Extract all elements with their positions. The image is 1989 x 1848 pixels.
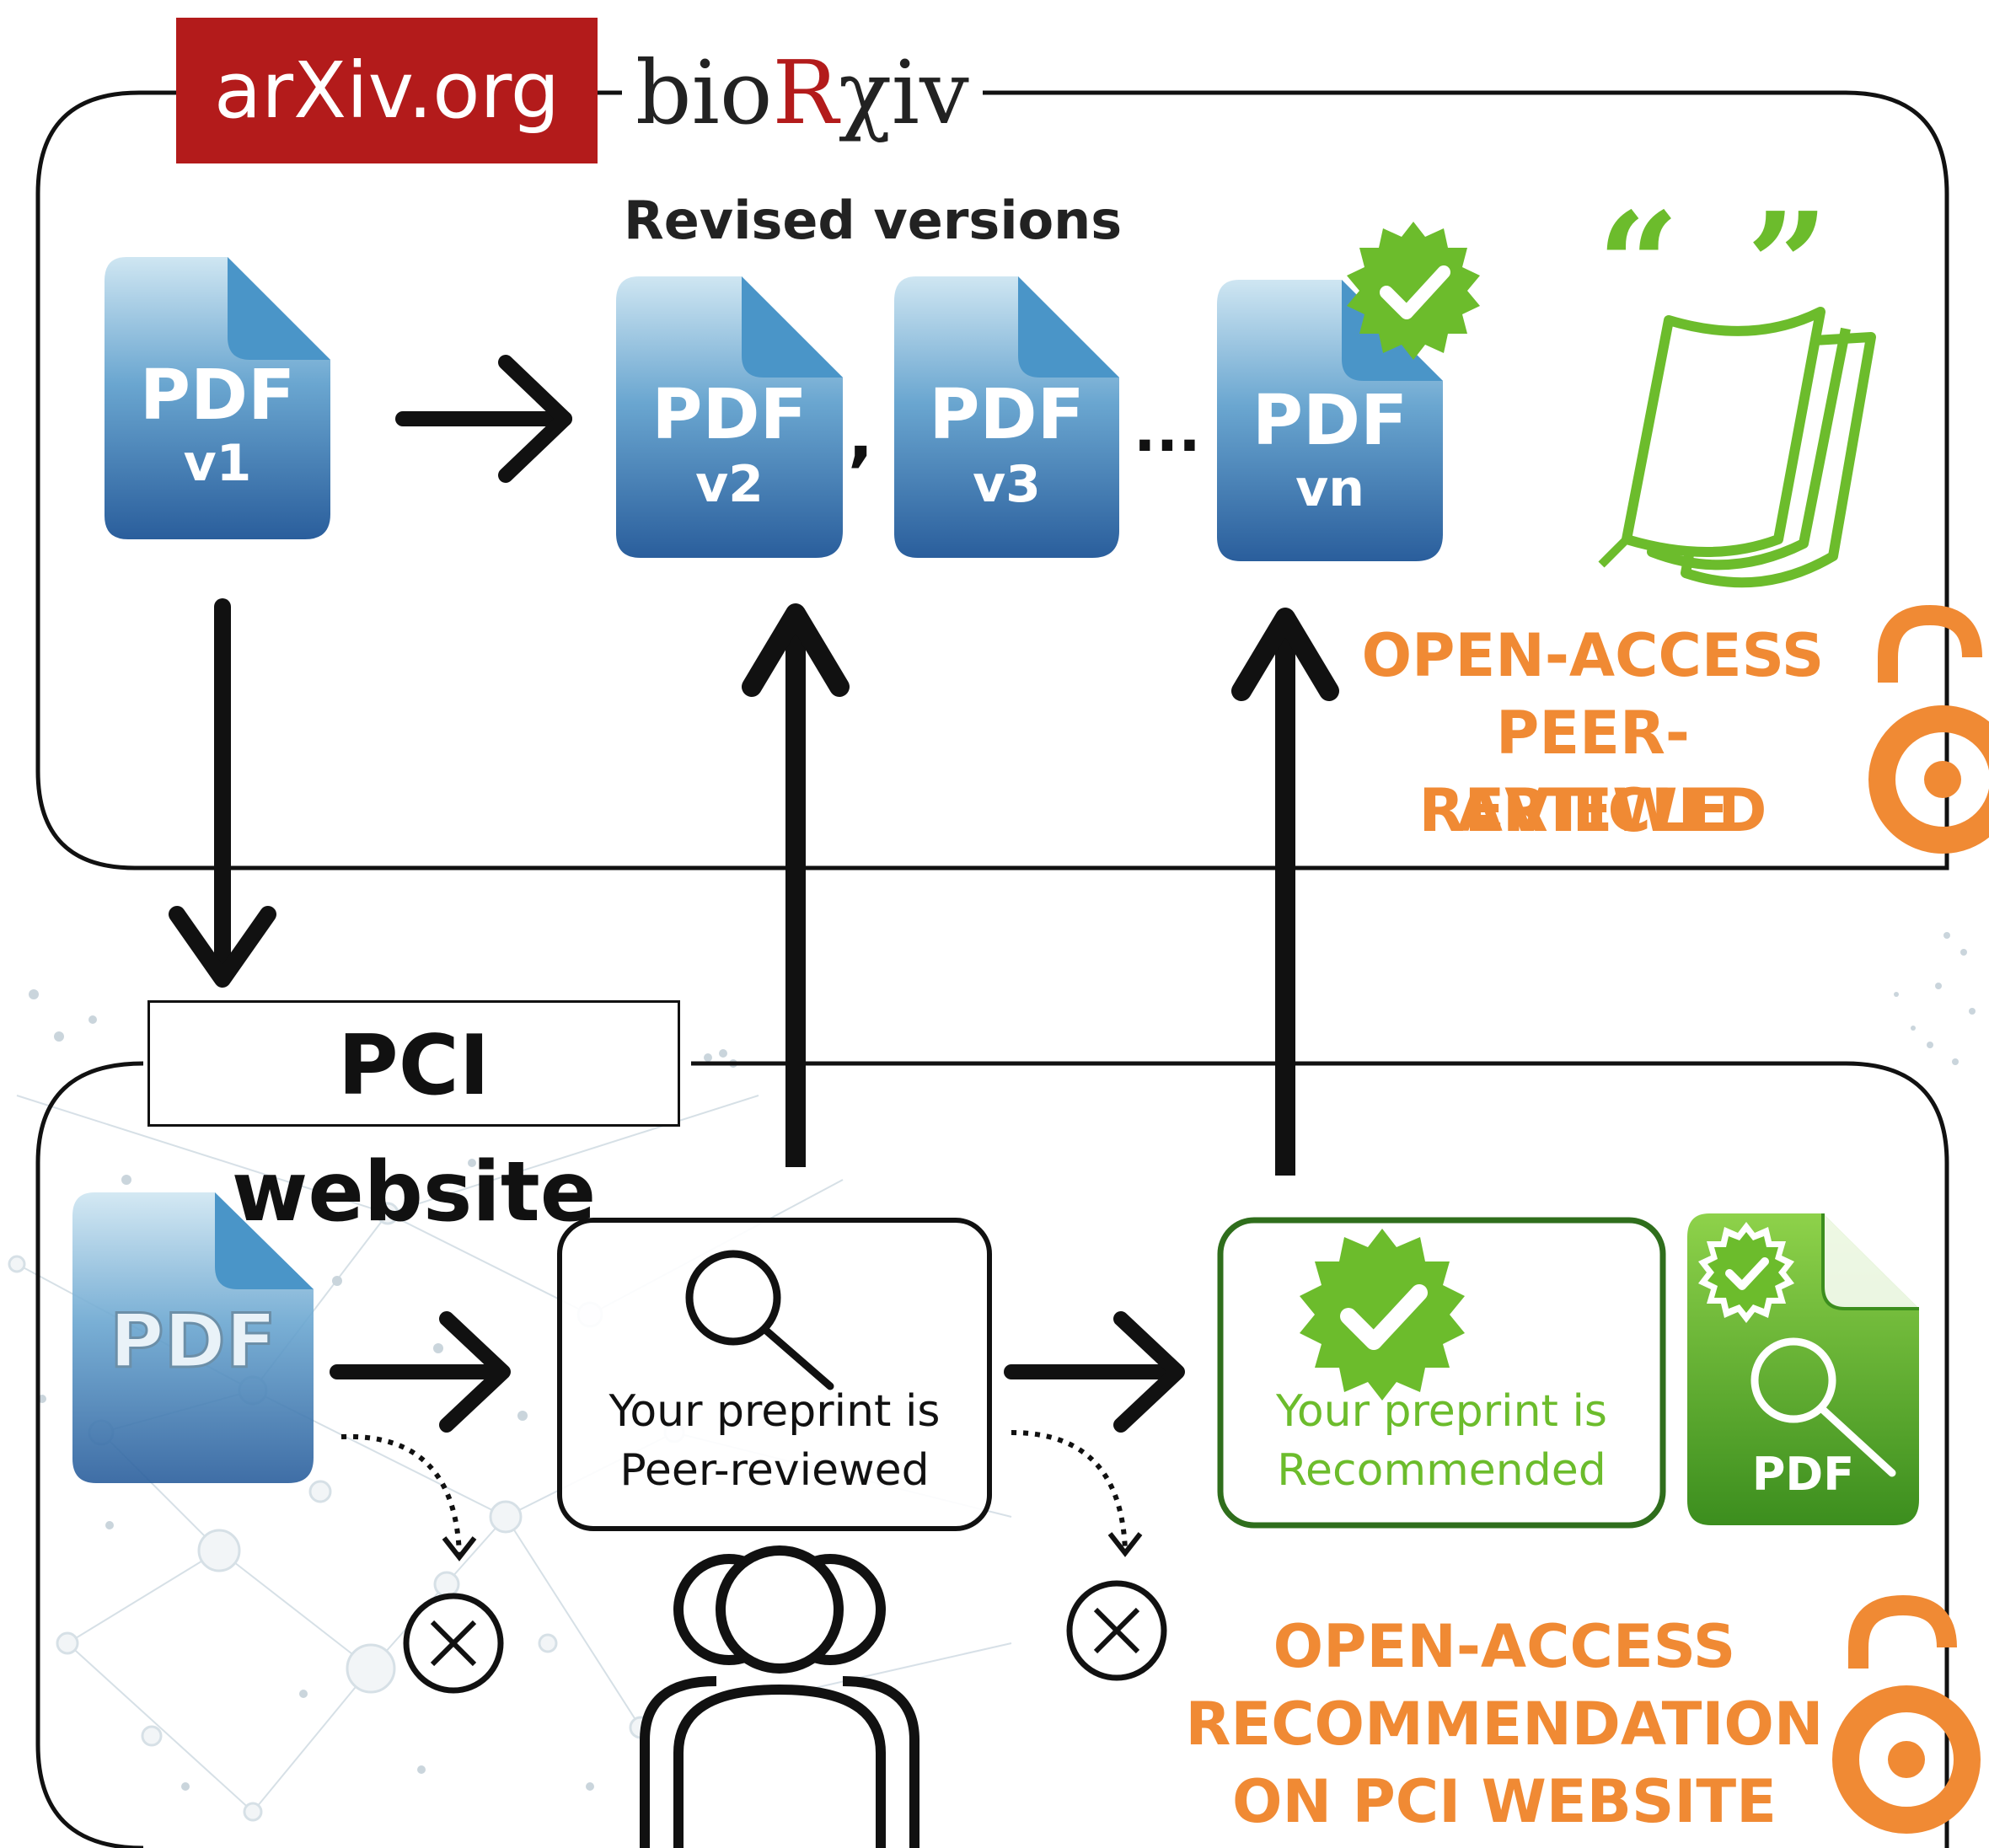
pdf-doc-submitted [72,1192,314,1483]
pdf-submitted-label: PDF [109,1297,278,1386]
approved-seal-icon [1347,222,1480,360]
pdf-v1-label: PDF [139,356,296,436]
rejection-path-1 [340,1433,462,1556]
bottom-section-frame [35,1061,1949,1848]
review-box-line-2: Peer-reviewed [619,1445,930,1496]
oa-article-line-1: OPEN-ACCESS [1361,621,1825,690]
biorxiv-logo-prefix: bio [635,41,773,144]
arrow-review-to-recommend [1004,1311,1185,1433]
pdf-v1-version: v1 [183,434,252,493]
versions-ellipsis: ... [1134,396,1201,465]
oa-recommendation-line-1: OPEN-ACCESS [1273,1612,1736,1681]
pdf-doc-v2 [616,276,843,558]
oa-article-line-2: PEER-REVIEWED [1418,699,1767,845]
pdf-vn-version: vn [1295,459,1364,518]
pdf-vn-label: PDF [1252,381,1408,461]
arrow-recommend-up-to-vn [1231,608,1339,1176]
arxiv-logo: arXiv.org [176,18,598,163]
revised-versions-heading: Revised versions [624,190,1123,251]
pdf-doc-recommended [1687,1213,1919,1525]
rejection-path-2 [1011,1430,1128,1551]
pdf-v2-version: v2 [695,455,764,514]
peer-review-box [557,1218,992,1531]
pdf-doc-v1 [105,257,330,539]
rejected-icon-1 [403,1593,504,1694]
pdf-doc-v3 [894,276,1119,558]
arrow-v1-to-v2 [395,355,572,483]
article-quote-icon [1598,307,1876,588]
quote-marks: “ ” [1597,181,1837,350]
pdf-v2-label: PDF [651,375,807,455]
oa-article-line-3: ARTICLE [1456,776,1729,845]
oa-recommendation-line-3: ON PCI WEBSITE [1232,1767,1777,1836]
reviewers-group-icon [640,1545,919,1848]
magnifier-icon [685,1250,834,1390]
oa-recommendation-line-2: RECOMMENDATION [1185,1690,1824,1759]
review-box-line-1: Your preprint is [608,1386,941,1437]
rejection-arrowhead-1 [442,1536,477,1561]
arrow-submit-to-review [330,1311,511,1433]
arrow-v1-down-to-pci [169,598,276,988]
pdf-v3-version: v3 [973,455,1041,514]
open-access-lock-icon-top [1868,604,1989,854]
open-access-lock-icon-bottom [1832,1594,1981,1834]
arrow-review-up-to-v2 [742,603,850,1167]
recommend-box-line-1: Your preprint is [1275,1386,1608,1437]
top-section-frame [35,90,1949,870]
biorxiv-logo: bioRχiv [622,34,983,152]
recommend-box-line-2: Recommended [1277,1445,1606,1496]
rejected-icon-2 [1066,1580,1167,1681]
pci-website-title: PCI website [147,1000,680,1240]
biorxiv-logo-suffix: χiv [838,41,969,144]
pdf-recommended-label: PDF [1751,1448,1855,1501]
rejection-arrowhead-2 [1107,1532,1143,1557]
pdf-v3-label: PDF [929,375,1085,455]
versions-comma: , [848,396,874,474]
recommended-seal-icon [1300,1229,1465,1401]
biorxiv-logo-r: R [772,41,839,144]
